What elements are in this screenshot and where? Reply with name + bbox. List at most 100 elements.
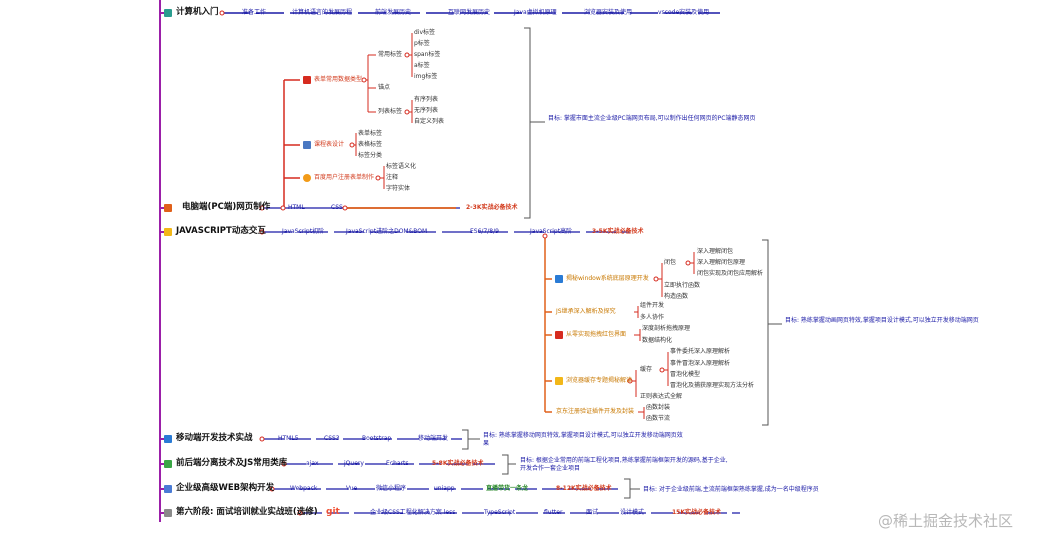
stage2-leaf: a标签 [414,62,430,69]
stage2-item-1[interactable]: CSS [331,204,343,211]
stage1-item-4[interactable]: Java虚拟机原理 [514,9,557,16]
stage3-leaf: 数据结构化 [642,337,673,344]
stage2-salary-badge: 2-3K实战必备技术 [466,204,518,211]
stage4-item-2[interactable]: Bootstrap [362,435,392,442]
stage3-leaf: 冒泡化模型 [670,371,701,378]
stage3-leaf: 缓存 [640,366,653,373]
stage4-title[interactable]: 移动端开发技术实战 [176,433,253,443]
stage2-leaf: img标签 [414,73,438,80]
stage2-title[interactable]: 电脑端(PC端)网页制作 [182,202,271,212]
cache-icon [555,377,563,385]
stage3-leaf: 冒泡化及捕获原理实现方法分析 [670,382,755,389]
stage3-item-3[interactable]: JavaScript高阶 [530,228,573,235]
stage2-group-1[interactable]: 锚点 [378,84,391,91]
stage2-leaf: 字符实体 [386,185,411,192]
stage3-item-2[interactable]: ES6/7/8/9 [470,228,499,235]
stage7-title[interactable]: 第六阶段: 面试培训就业实战班(选修) [176,507,318,517]
window-icon [555,275,563,283]
stage3-goal-note: 目标: 熟练掌握动画网页特效,掌握项目设计模式,可以独立开发移动端网页 [785,317,979,324]
stage5-salary-badge: 5-8K实战必备技术 [432,460,484,467]
stage7-salary-badge: 15K实战必备技术 [672,509,721,516]
stage6-title[interactable]: 企业级高级WEB架构开发 [176,483,275,493]
stage2-group-0[interactable]: 常用标签 [378,51,403,58]
stage3-leaf: 构造函数 [664,293,689,300]
stage3-leaf: 函数节流 [646,415,671,422]
stage5-goal-note: 目标: 根据企业常用的前端工程化项目,熟练掌握前端框架开发的源码,基于企业,开发… [520,457,728,472]
stage3-topic-4[interactable]: 京东注册验证插件开发及封装 [556,408,635,415]
stage7-item-4[interactable]: 面试 [586,509,599,516]
stage6-item-3[interactable]: uniapp [434,485,455,492]
stage5-badge [164,460,172,468]
stage3-leaf: 事件委托深入原理解析 [670,348,731,355]
stage3-leaf: 正则表达式全解 [640,393,683,400]
stage3-leaf: 立即执行函数 [664,282,701,289]
stage7-item-2[interactable]: TypeScript [484,509,516,516]
stage1-item-1[interactable]: 计算机语言的发展历程 [292,9,353,16]
stage2-leaf: 自定义列表 [414,118,445,125]
stage2-badge [164,204,172,212]
stage3-leaf: 深入理解闭包 [697,248,734,255]
stage5-item-2[interactable]: Echarts [386,460,409,467]
stage2-leaf: p标签 [414,40,430,47]
stage1-item-0[interactable]: 准备工作 [242,9,267,16]
stage3-leaf: 闭包 [664,259,677,266]
stage6-goal-note: 目标: 对于企业级前端,主流前端框架熟练掌握,成为一名中级程序员 [643,486,819,493]
stage1-item-2[interactable]: 前端发展历史 [375,9,412,16]
stage7-badge [164,509,172,517]
stage1-title[interactable]: 计算机入门 [176,7,219,17]
stage3-item-1[interactable]: JavaScript进阶之DOM&BOM [346,228,428,235]
stage7-item-5[interactable]: 设计模式 [620,509,645,516]
stage2-leaf: 标签语义化 [386,163,417,170]
stage2-topic-2[interactable]: 百度用户注册表单制作 [314,174,375,181]
stage6-item-0[interactable]: Webpack [290,485,318,492]
stage2-item-0[interactable]: HTML [288,204,305,211]
stage7-item-3[interactable]: flutter [544,509,563,516]
stage3-item-0[interactable]: JavaScript初阶 [282,228,325,235]
stage2-leaf: 标签分类 [358,152,383,159]
stage2-leaf: 有序列表 [414,96,439,103]
watermark: @稀土掘金技术社区 [878,512,1014,530]
stage7-item-1[interactable]: 企业级CSS工程化解决方案 less [370,509,456,516]
stage3-leaf: 多人协作 [640,314,665,321]
pin-icon [303,174,311,182]
stage6-salary-badge: 8-12K实战必备技术 [556,485,612,492]
stage5-item-0[interactable]: ajax [306,460,319,467]
stage3-leaf: 深度剖析拖拽原理 [642,325,691,332]
stage3-topic-0[interactable]: 揭秘window系统底层原理开发 [566,275,649,282]
stage3-topic-2[interactable]: 从零实现拖拽红包界面 [566,331,627,338]
stage4-badge [164,435,172,443]
stage2-goal-note: 目标: 掌握市面主流企业级PC端网页布局,可以制作出任何网页的PC端静态网页 [548,115,756,122]
stage3-badge [164,228,172,236]
stage6-item-4[interactable]: 直播带货一条龙 [486,485,529,492]
stage2-leaf: span标签 [414,51,441,58]
stage6-item-2[interactable]: 微信小程序 [376,485,407,492]
stage3-title[interactable]: JAVASCRIPT动态交互 [176,226,266,236]
stage5-item-1[interactable]: jQuery [344,460,364,467]
stage5-title[interactable]: 前后端分离技术及JS常用类库 [176,458,288,468]
drag-icon [555,331,563,339]
stage2-topic-0[interactable]: 表单常用数据类型 [314,76,363,83]
stage6-item-1[interactable]: Vue [346,485,358,492]
stage2-leaf: 注释 [386,174,399,181]
stage4-item-0[interactable]: HTML5 [278,435,299,442]
stage3-topic-1[interactable]: JS继承深入解析及探究 [556,308,616,315]
stage2-leaf: div标签 [414,29,436,36]
stage1-item-3[interactable]: 互联网发展历史 [448,9,491,16]
stage3-leaf: 深入理解闭包原理 [697,259,746,266]
stage2-leaf: 表格标签 [358,141,383,148]
stage6-badge [164,485,172,493]
stage3-topic-3[interactable]: 浏览器缓存专题揭秘解读 [566,377,633,384]
stage1-item-5[interactable]: 浏览器安装及使用 [584,9,633,16]
stage3-leaf: 函数封装 [646,404,671,411]
stage1-badge [164,9,172,17]
stage4-item-3[interactable]: 移动端开发 [418,435,449,442]
stage2-topic-1[interactable]: 课程表设计 [314,141,345,148]
stage2-group-2[interactable]: 列表标签 [378,108,403,115]
stage1-item-6[interactable]: vscode安装及使用 [658,9,710,16]
stage4-goal-note: 目标: 熟练掌握移动网页特效,掌握项目设计模式,可以独立开发移动端网页效果 [483,432,683,447]
stage4-item-1[interactable]: CSS3 [324,435,340,442]
stage7-item-0[interactable]: git [326,507,340,517]
table-icon [303,141,311,149]
